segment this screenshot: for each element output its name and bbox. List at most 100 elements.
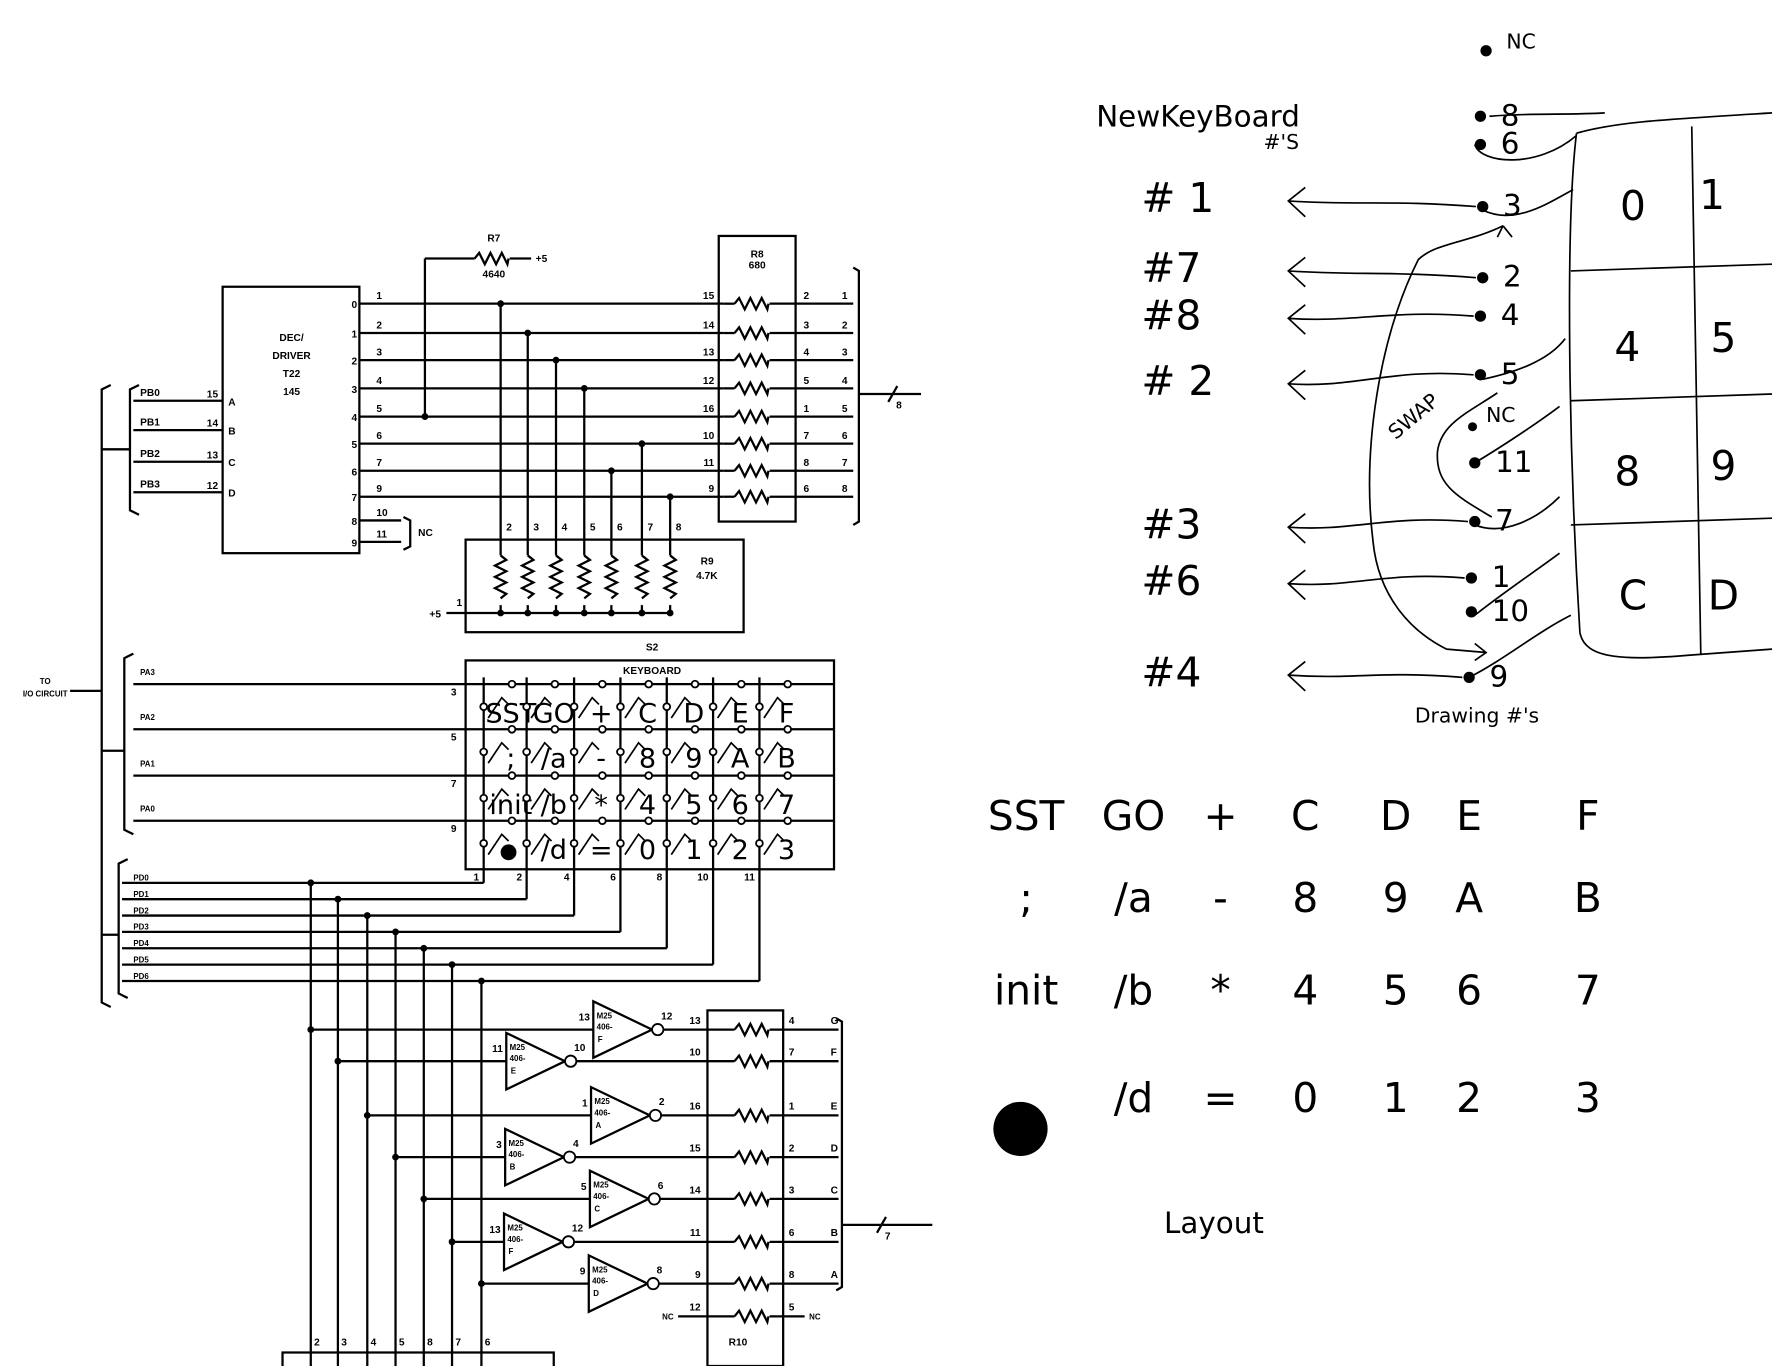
r8-resistor [733,462,770,480]
pin-number: 4 [789,1016,795,1027]
pa-signal-label: PA2 [140,713,155,722]
chip-part: 406- [509,1150,525,1159]
bus-slash [875,1216,887,1234]
layout-key: 4 [1292,967,1318,1015]
inverter-gate [587,1253,651,1314]
key-switch [716,741,739,764]
key-switch [670,696,693,719]
inverter-bubble [563,1150,577,1164]
r10-network [706,1009,785,1366]
switch-contact [644,724,653,734]
pin-number: 2 [789,1144,795,1155]
r8-resistor [733,351,770,370]
key-label: 4 [639,790,656,821]
switch-contact [783,724,792,734]
pin-number: 5 [451,733,457,744]
chip-label: M25 [507,1224,523,1233]
r10-resistor [733,1190,770,1209]
bell-icon [1004,1105,1037,1138]
drawing-wire [1489,112,1605,118]
inverter-bubble [646,1277,660,1291]
gate-label: E [511,1067,516,1076]
switch-contact [662,839,672,848]
r10-resistor [733,1275,770,1293]
layout-key: ; [1019,874,1033,922]
layout-key: GO [1102,792,1166,840]
pa-signal-label: PA0 [140,805,155,814]
pin-number: 6 [789,1228,795,1239]
pin-number: 1 [582,1098,588,1109]
key-label: ; [506,744,515,775]
key-switch [763,832,785,856]
r10-resistor [733,1233,770,1251]
pin-number: 4 [804,348,810,359]
switch-contact [755,702,764,711]
switch-contact [569,793,579,803]
switch-contact [644,816,653,826]
keypad-outline [1568,112,1772,659]
switch-contact [737,771,746,780]
bell-icon [993,1101,1048,1157]
decoder-port: D [228,489,235,500]
key-switch [624,832,646,856]
drawing-wire [1474,496,1561,530]
pin-number: 11 [492,1044,503,1055]
r7-resistor [473,250,510,268]
gate-label: D [593,1289,599,1298]
r7-label: R7 [487,234,500,245]
key-label: 3 [778,835,795,866]
switch-contact [708,702,718,711]
key-label: /d [541,835,567,866]
key-switch [624,696,646,719]
decoder-port: 4 [351,413,357,424]
pin-number: 6 [610,873,616,884]
decoder-port: 8 [351,517,357,528]
pin-number: 2 [659,1097,665,1108]
switch-contact [662,793,672,803]
pin-number: 12 [207,481,219,492]
pin-number: 3 [804,321,810,332]
r8-resistor [733,295,770,313]
junction-dot [421,413,429,420]
switch-contact [479,702,488,711]
pin-number: 2 [314,1338,320,1349]
io-label: I/O CIRCUIT [23,690,68,699]
key-label: E [732,699,749,730]
junction-dot [1465,606,1478,618]
nc-label: NC [418,528,433,539]
key-switch [487,832,510,856]
segment-label: B [831,1228,838,1239]
layout-key: = [1203,1074,1237,1122]
r10-bracket [835,1017,844,1292]
layout-key: B [1574,874,1602,922]
pd-signal-label: PD1 [133,890,149,899]
pa-signal-label: PA1 [140,760,155,769]
pin-number: 6 [804,484,810,495]
pin-number: 4 [562,523,568,534]
r10-resistor [733,1053,770,1071]
drawing-wire [1482,338,1566,381]
pin-number: 9 [695,1270,701,1281]
drawing-pin-label: NC [1506,30,1535,54]
key-switch [487,696,510,719]
pb-signal-label: PB1 [140,418,160,429]
pin-number: 9 [451,824,457,835]
layout-key: + [1203,792,1237,840]
switch-contact [569,747,579,757]
drawing-pin-label: 1 [1492,560,1511,594]
pin-number: 13 [489,1225,501,1236]
layout-key: D [1380,792,1411,840]
pin-number: 4 [376,376,382,387]
switch-contact [569,839,579,848]
drawing-wire [1474,552,1561,616]
inverter-gate [502,1211,566,1272]
pin-number: 4 [573,1139,579,1150]
pb-signal-label: PB0 [140,388,160,399]
key-switch [530,696,553,719]
switch-contact [644,679,653,689]
supply-label: +5 [429,610,441,621]
pd-signal-label: PD2 [133,906,149,915]
inverter-bubble [648,1108,663,1122]
key-label: 1 [685,835,702,866]
